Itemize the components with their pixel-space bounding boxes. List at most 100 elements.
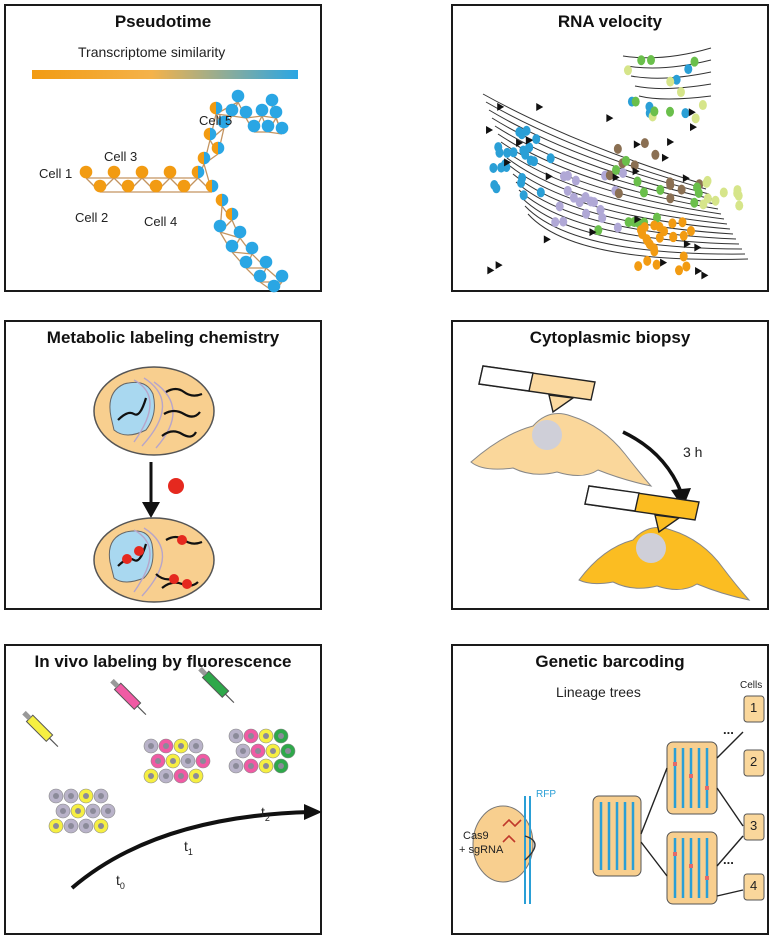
iv-nucleus-34 xyxy=(248,763,254,769)
velocity-cell-98 xyxy=(735,201,743,211)
iv-nucleus-25 xyxy=(233,733,239,739)
pseudotime-node-21 xyxy=(270,106,283,119)
velocity-arrow-25 xyxy=(667,138,674,146)
velocity-cell-58 xyxy=(656,185,664,195)
velocity-cell-21 xyxy=(523,126,531,136)
velocity-cell-62 xyxy=(612,165,620,175)
cell-3-label: Cell 3 xyxy=(104,149,137,164)
velocity-cell-27 xyxy=(564,186,572,196)
cell-4-label: Cell 4 xyxy=(144,214,177,229)
pseudotime-node-16 xyxy=(232,90,245,103)
invivo-diagram xyxy=(6,646,324,937)
cell-number-3: 3 xyxy=(750,818,757,833)
cell-number-4: 4 xyxy=(750,878,757,893)
velocity-cell-4 xyxy=(547,153,555,163)
velocity-cell-91 xyxy=(656,222,664,232)
velocity-cell-55 xyxy=(651,150,659,160)
labeled-cell xyxy=(94,518,214,602)
velocity-cell-112 xyxy=(692,113,700,123)
pseudotime-node-7 xyxy=(178,180,191,193)
lineage-trees-label: Lineage trees xyxy=(556,684,641,700)
velocity-cell-118 xyxy=(699,100,707,110)
velocity-stream-top-4 xyxy=(639,96,711,99)
velocity-cell-114 xyxy=(666,107,674,117)
iv-nucleus-31 xyxy=(270,748,276,754)
t2-label: t2 xyxy=(261,804,270,823)
velocity-cell-115 xyxy=(624,65,632,75)
velocity-cell-39 xyxy=(556,201,564,211)
iv-nucleus-22 xyxy=(163,773,169,779)
pseudotime-node-23 xyxy=(266,94,279,107)
velocity-cell-53 xyxy=(666,180,674,190)
velocity-arrow-7 xyxy=(701,271,708,279)
pseudotime-node-17 xyxy=(240,106,253,119)
velocity-cell-25 xyxy=(551,217,559,227)
pseudotime-node-26 xyxy=(214,220,227,233)
pseudotime-node-32 xyxy=(254,270,267,283)
velocity-arrow-22 xyxy=(486,126,493,134)
velocity-cell-93 xyxy=(653,260,661,270)
velocity-arrow-11 xyxy=(660,259,667,267)
barcoding-panel: Genetic barcoding Lineage trees Cells RF… xyxy=(451,644,769,935)
iv-nucleus-15 xyxy=(178,743,184,749)
velocity-cell-108 xyxy=(647,55,655,65)
velocity-cell-38 xyxy=(614,223,622,233)
velocity-cell-86 xyxy=(682,261,690,271)
velocity-cell-11 xyxy=(503,148,511,158)
pseudotime-node-6 xyxy=(164,166,177,179)
iv-nucleus-28 xyxy=(278,733,284,739)
pseudotime-panel: Pseudotime Transcriptome similarity Cell… xyxy=(4,4,322,292)
velocity-cell-116 xyxy=(681,108,689,118)
pseudotime-node-24 xyxy=(216,194,229,207)
velocity-cell-35 xyxy=(570,193,578,203)
unlabeled-cell xyxy=(94,367,214,455)
iv-nucleus-24 xyxy=(193,773,199,779)
iv-nucleus-4 xyxy=(98,793,104,799)
velocity-cell-120 xyxy=(650,106,658,116)
time-label: 3 h xyxy=(683,444,702,460)
iv-nucleus-2 xyxy=(68,793,74,799)
pseudotime-node-9 xyxy=(206,180,219,193)
velocity-cell-83 xyxy=(637,225,645,235)
velocity-cell-107 xyxy=(684,64,692,74)
cell-2-label: Cell 2 xyxy=(75,210,108,225)
velocity-stream-14 xyxy=(525,206,745,254)
velocity-arrow-18 xyxy=(683,174,690,182)
invivo-panel: In vivo labeling by fluorescence t0 t1 t… xyxy=(4,644,322,935)
velocity-arrow-5 xyxy=(694,244,701,252)
iv-nucleus-10 xyxy=(68,823,74,829)
velocity-cell-106 xyxy=(677,87,685,97)
pipette-before xyxy=(479,366,595,412)
pseudotime-node-30 xyxy=(240,256,253,269)
velocity-cell-96 xyxy=(720,188,728,198)
velocity-cell-33 xyxy=(582,209,590,219)
velocity-cell-90 xyxy=(668,218,676,228)
iv-nucleus-6 xyxy=(75,808,81,814)
pseudotime-node-20 xyxy=(262,120,275,133)
pseudotime-node-11 xyxy=(212,142,225,155)
velocity-cell-71 xyxy=(687,226,695,236)
velocity-cell-121 xyxy=(666,77,674,87)
label-molecule xyxy=(168,478,184,494)
pseudotime-node-22 xyxy=(276,122,289,135)
cell-before xyxy=(471,414,651,486)
iv-nucleus-11 xyxy=(83,823,89,829)
velocity-cell-1 xyxy=(537,187,545,197)
velocity-cell-92 xyxy=(656,233,664,243)
pseudotime-node-12 xyxy=(204,128,217,141)
iv-nucleus-7 xyxy=(90,808,96,814)
iv-nucleus-32 xyxy=(285,748,291,754)
iv-nucleus-12 xyxy=(98,823,104,829)
pseudotime-node-0 xyxy=(80,166,93,179)
syringe-1 xyxy=(109,678,149,718)
iv-nucleus-14 xyxy=(163,743,169,749)
pseudotime-node-28 xyxy=(226,240,239,253)
iv-nucleus-1 xyxy=(53,793,59,799)
velocity-arrow-24 xyxy=(606,114,613,122)
velocity-cell-12 xyxy=(532,134,540,144)
velocity-cell-111 xyxy=(637,55,645,65)
pseudotime-node-31 xyxy=(260,256,273,269)
velocity-cell-13 xyxy=(519,146,527,156)
pseudotime-node-8 xyxy=(192,166,205,179)
velocity-cell-85 xyxy=(678,217,686,227)
